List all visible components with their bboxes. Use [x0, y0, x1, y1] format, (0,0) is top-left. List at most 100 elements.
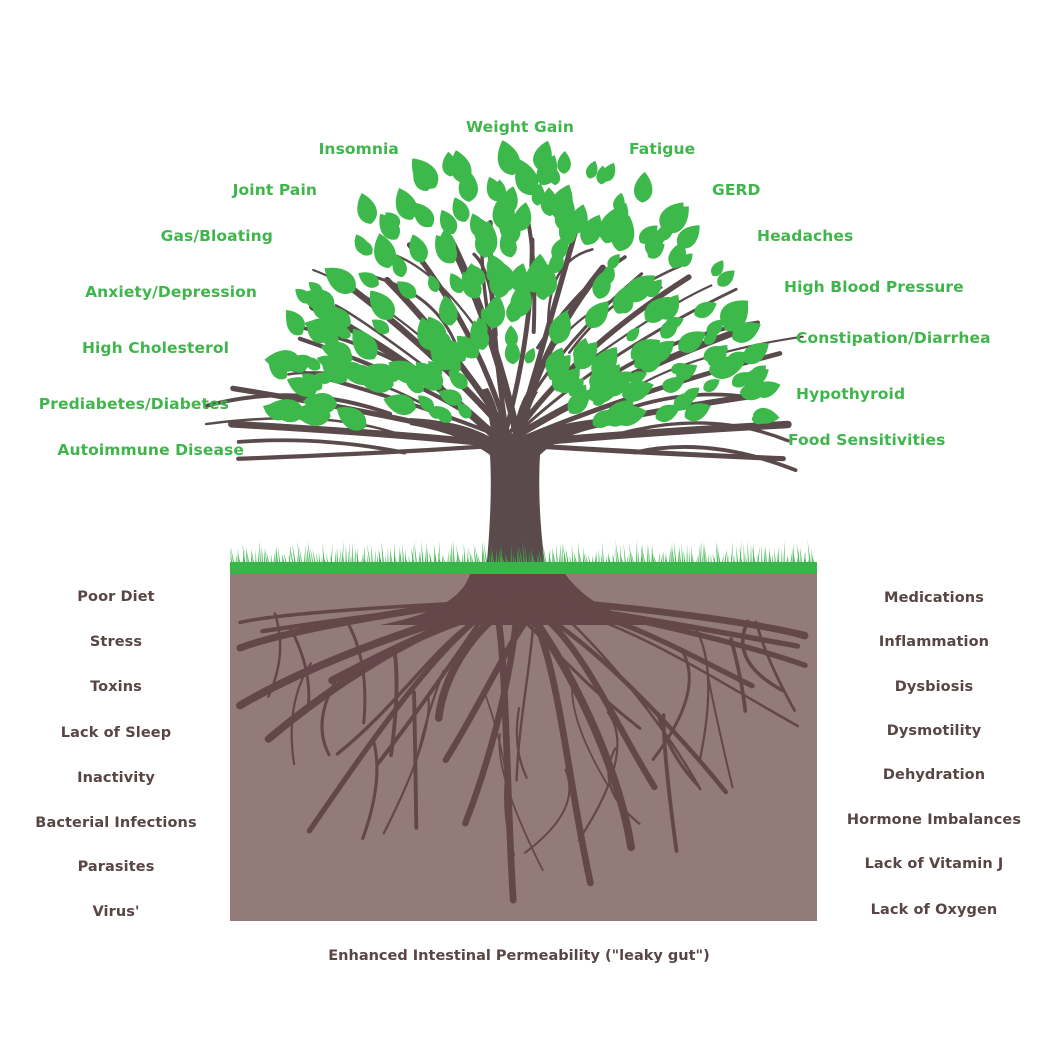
grass-strip — [230, 540, 817, 574]
grass-blade — [477, 553, 482, 566]
grass-blade — [558, 543, 561, 566]
grass-blade — [732, 554, 737, 566]
grass-blade — [370, 543, 374, 566]
leaf — [670, 362, 689, 375]
grass-blade — [756, 553, 761, 566]
leaf — [622, 380, 654, 402]
symptom-label: Anxiety/Depression — [85, 283, 257, 301]
grass-blade — [399, 546, 402, 566]
grass-blade — [347, 542, 350, 566]
grass-blade — [789, 547, 793, 566]
root-fork — [504, 779, 515, 856]
leaf — [687, 406, 705, 417]
grass-blade — [338, 547, 341, 566]
leaf — [739, 384, 768, 401]
grass-blade — [462, 552, 464, 566]
grass-blade — [437, 551, 442, 566]
leaf — [385, 212, 401, 227]
grass-blade — [463, 542, 466, 566]
leaf — [308, 282, 323, 295]
root-fork — [320, 681, 337, 757]
leaf — [722, 300, 749, 332]
grass-blade — [310, 547, 314, 566]
grass-blade — [342, 552, 345, 566]
leaf — [470, 320, 490, 350]
grass-blade — [230, 548, 233, 566]
root-fork — [651, 650, 691, 761]
grass-blade — [514, 555, 517, 566]
grass-blade — [499, 546, 502, 566]
branch — [236, 438, 407, 455]
grass-blade — [541, 548, 545, 566]
leaf — [592, 269, 611, 299]
grass-blade — [428, 551, 433, 566]
grass-blade — [615, 540, 620, 566]
grass-blade — [530, 546, 534, 566]
cause-label: Bacterial Infections — [35, 815, 197, 831]
grass-blade — [767, 546, 771, 566]
leaf — [326, 346, 353, 365]
leaf — [506, 296, 523, 323]
symptom-label: Constipation/Diarrhea — [796, 329, 991, 347]
grass-blade — [453, 540, 455, 566]
cause-label: Dysmotility — [886, 723, 982, 739]
leaf — [703, 379, 720, 393]
grass-blade — [322, 543, 325, 566]
cause-label: Inactivity — [77, 770, 155, 786]
grass-blade — [325, 551, 330, 566]
grass-blade — [363, 545, 365, 566]
leaf — [388, 360, 420, 384]
grass-blade — [408, 555, 411, 566]
grass-blade — [628, 552, 631, 566]
leaf — [495, 260, 516, 291]
cause-label: Lack of Sleep — [60, 725, 172, 741]
leaf — [573, 341, 598, 370]
grass-blade — [235, 553, 237, 566]
leaf — [395, 188, 418, 220]
branch — [618, 421, 790, 443]
root-fork — [607, 747, 641, 825]
leaf — [548, 310, 571, 344]
leaf — [626, 327, 640, 342]
grass-blade — [385, 553, 387, 566]
grass-blade — [662, 549, 665, 566]
grass-blade — [751, 546, 757, 566]
symptom-label: Prediabetes/Diabetes — [38, 395, 229, 413]
grass-blade — [272, 548, 276, 566]
grass-blade — [316, 551, 319, 566]
grass-blade — [671, 541, 673, 566]
grass-blade — [585, 553, 589, 566]
leaf — [557, 151, 571, 174]
grass-blade — [366, 543, 372, 566]
grass-blade — [677, 547, 680, 566]
cause-label: Parasites — [77, 859, 155, 875]
cause-label: Dehydration — [882, 767, 986, 783]
grass-blade — [715, 541, 719, 566]
grass-blade — [591, 555, 594, 566]
leaf — [497, 140, 521, 176]
grass-blade — [725, 549, 730, 566]
grass-blade — [763, 544, 766, 566]
grass-blade — [804, 551, 807, 566]
grass-blade — [787, 555, 790, 566]
grass-blade — [378, 550, 380, 566]
grass-blade — [812, 555, 816, 566]
leaf — [452, 197, 470, 222]
grass-blade — [261, 546, 264, 566]
grass-blade — [277, 546, 281, 566]
leaf — [411, 158, 439, 189]
root — [236, 596, 495, 652]
grass-blade — [421, 540, 424, 566]
grass-blade — [376, 554, 378, 566]
grass-blade — [307, 540, 312, 566]
root-fork — [706, 674, 734, 789]
grass-blade — [336, 548, 339, 566]
leaf — [531, 183, 545, 206]
leaf — [445, 354, 461, 373]
grass-blade — [761, 544, 763, 566]
grass-blade — [378, 548, 383, 566]
grass-blade — [230, 546, 235, 566]
root-fork — [571, 676, 610, 788]
grass-blade — [470, 553, 475, 566]
leaf — [341, 364, 375, 385]
